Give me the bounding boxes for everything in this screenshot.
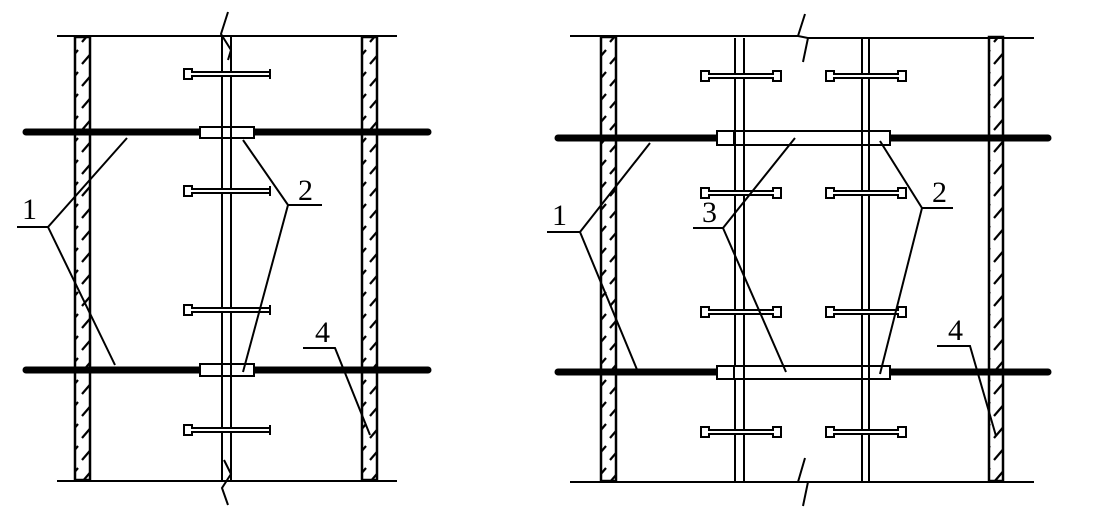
break-mark-bottom <box>796 457 810 507</box>
tie-bolt <box>700 426 782 438</box>
tie-bolt <box>183 304 271 316</box>
wall-right <box>360 35 379 482</box>
tie-bolt <box>183 185 271 197</box>
tie-bolts <box>700 70 907 438</box>
coupler-upper <box>199 126 255 139</box>
svg-text:4: 4 <box>315 316 330 349</box>
connecting-tube-upper <box>716 130 891 146</box>
left-panel: 1 2 4 <box>17 11 432 506</box>
wall-left <box>599 35 618 483</box>
leader-4: 4 <box>303 316 371 436</box>
tie-bolt <box>700 187 782 199</box>
svg-text:2: 2 <box>932 176 947 209</box>
leader-2: 2 <box>242 139 322 373</box>
tie-bolt <box>825 187 907 199</box>
tie-bolts <box>183 68 271 436</box>
connecting-tube-lower <box>716 365 891 380</box>
right-panel: 1 3 2 4 <box>547 13 1052 507</box>
coupler-lower <box>199 363 255 377</box>
break-mark-top <box>796 13 810 63</box>
leader-1: 1 <box>17 137 128 366</box>
tie-bolt <box>825 70 907 82</box>
leader-4: 4 <box>937 314 997 437</box>
svg-text:1: 1 <box>552 199 567 232</box>
vertical-standard <box>219 11 233 506</box>
tie-bolt <box>183 68 271 80</box>
tie-bolt <box>183 424 271 436</box>
leader-3: 3 <box>693 137 796 373</box>
tie-bolt <box>825 426 907 438</box>
leader-2: 2 <box>879 140 953 375</box>
vertical-standard-left <box>734 38 745 482</box>
tie-bolt <box>700 70 782 82</box>
wall-right <box>987 35 1005 483</box>
tie-bolt <box>700 306 782 318</box>
svg-text:3: 3 <box>702 196 717 229</box>
tie-bolt <box>825 306 907 318</box>
vertical-standard-right <box>861 38 870 482</box>
svg-text:4: 4 <box>948 314 963 347</box>
svg-text:1: 1 <box>22 193 37 226</box>
svg-text:2: 2 <box>298 174 313 207</box>
leader-1: 1 <box>547 142 651 373</box>
wall-left <box>73 35 92 482</box>
